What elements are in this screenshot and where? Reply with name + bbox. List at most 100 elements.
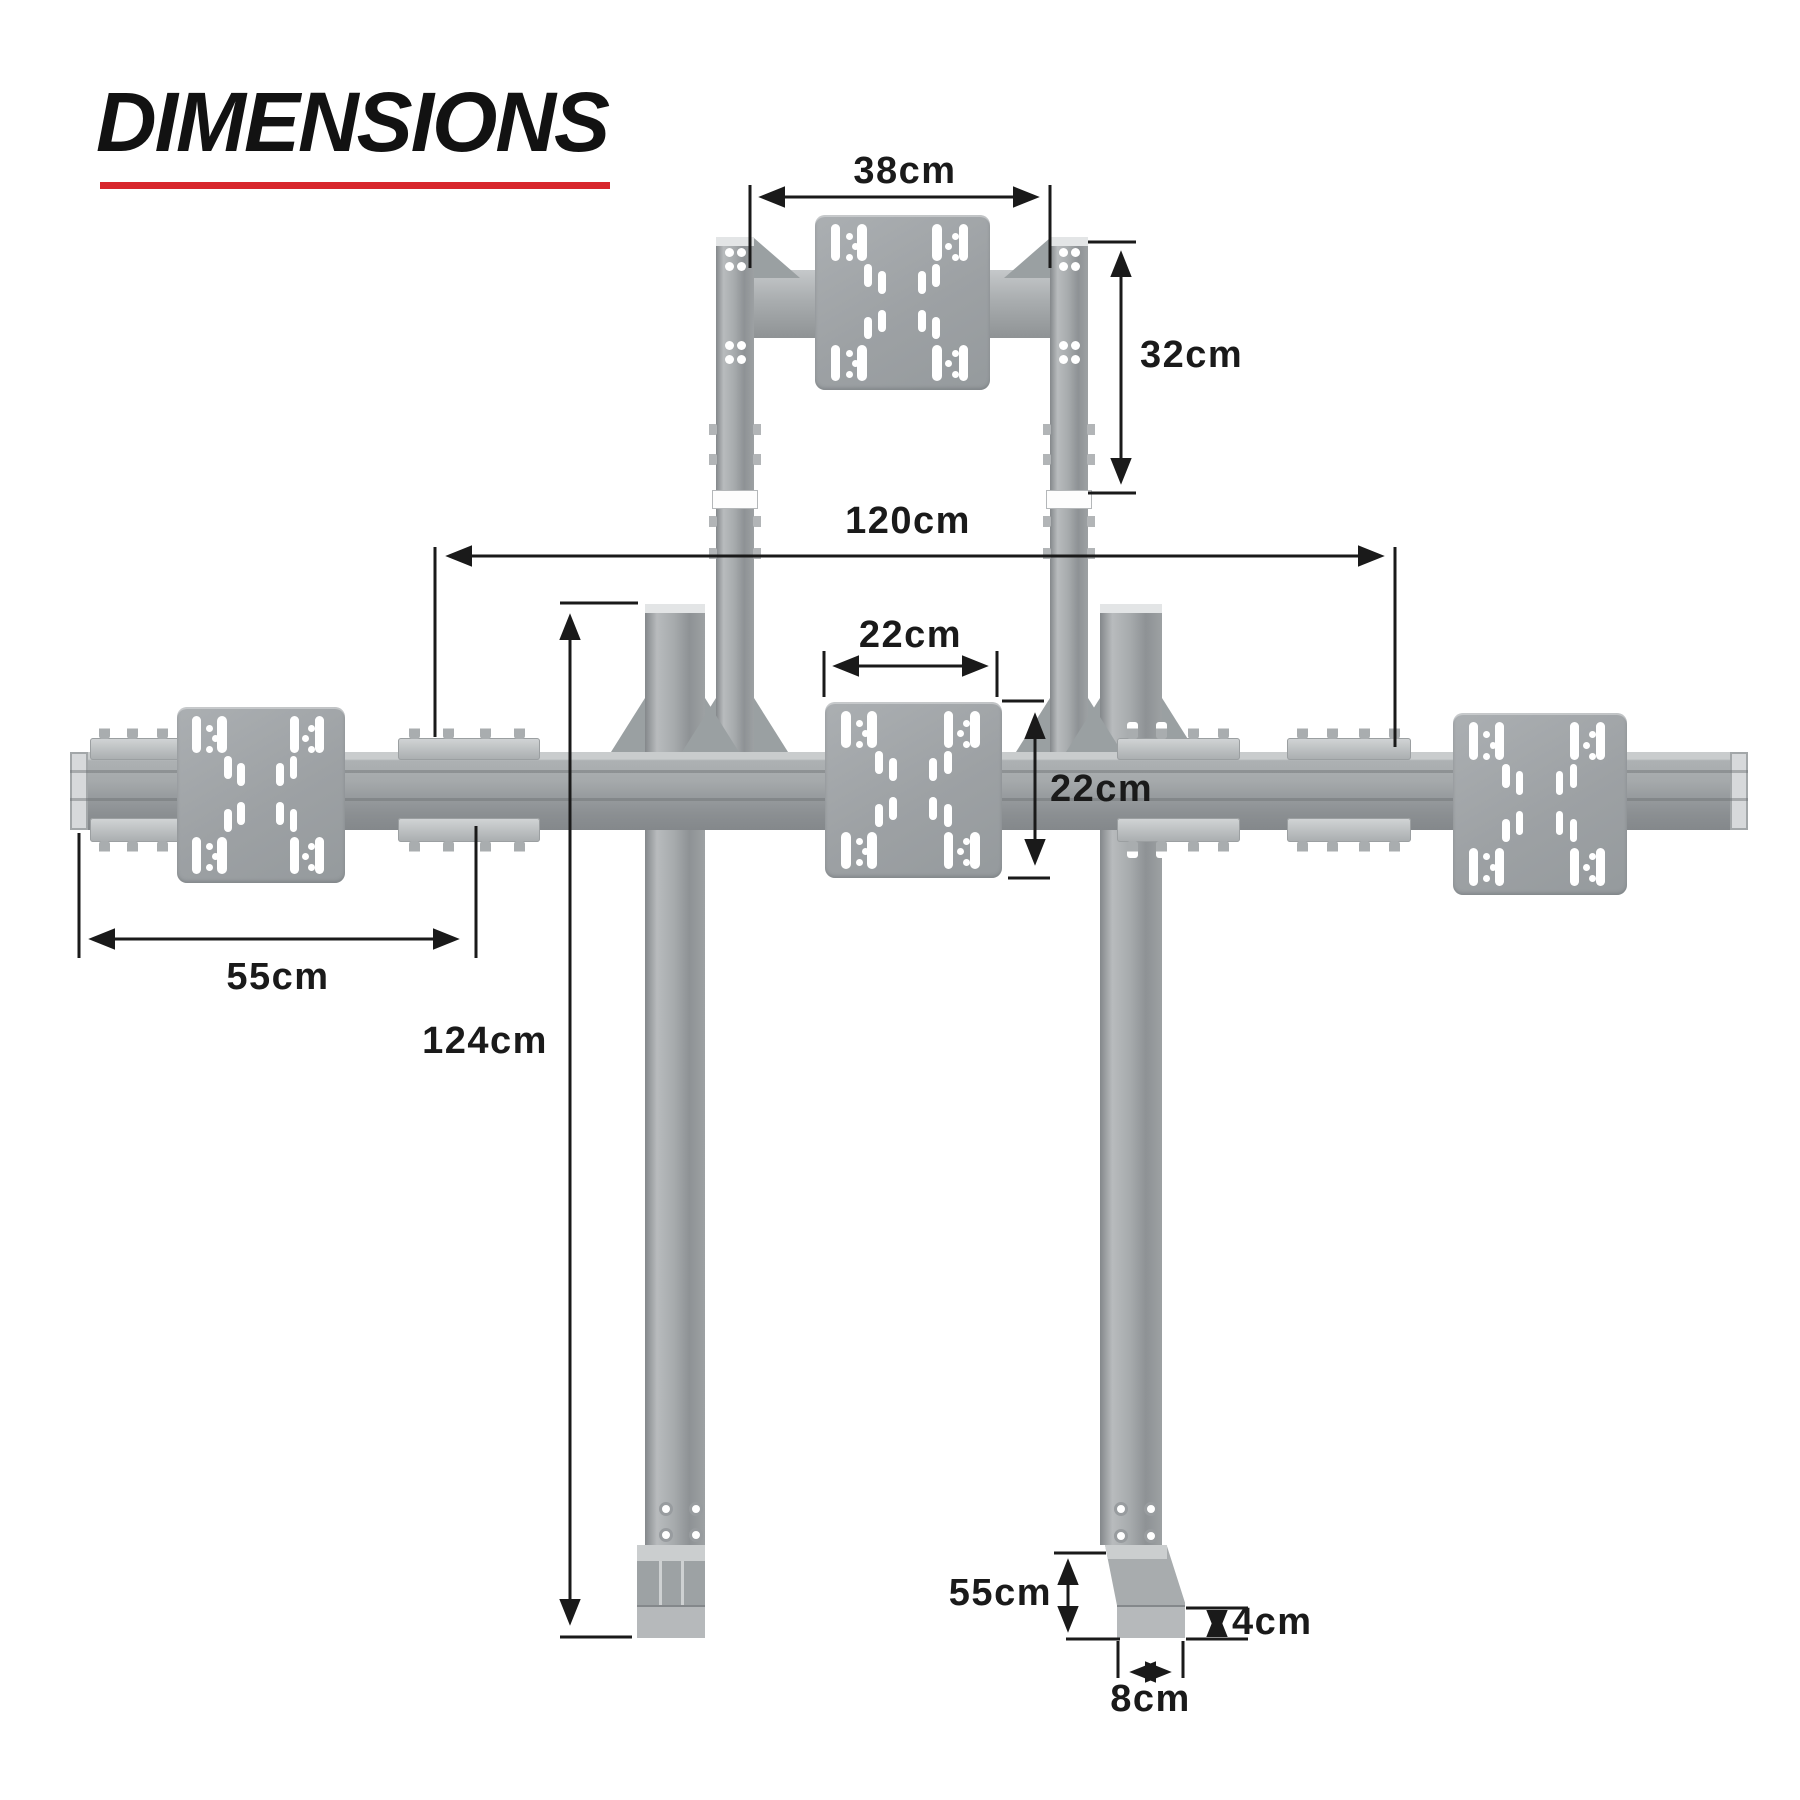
bolt-stud [1388, 841, 1400, 858]
plate-hole [845, 232, 853, 240]
dim-label-foot-height: 4cm [1232, 1601, 1313, 1643]
plate-hole [1588, 874, 1596, 883]
plate-hole [308, 724, 315, 732]
leg-bolt [1114, 1529, 1128, 1543]
dim-label-beam-mount-span: 120cm [845, 500, 971, 542]
plate-slot [217, 715, 227, 753]
bolt-stud [1217, 722, 1229, 739]
plate-slot [958, 344, 969, 382]
plate-hole [845, 253, 853, 261]
plate-hole [951, 253, 959, 261]
plate-slot [1501, 763, 1510, 788]
post-bolt [1038, 516, 1051, 527]
plate-slot [857, 344, 867, 382]
plate-slot [932, 316, 941, 340]
post-bolt [1038, 424, 1051, 435]
dim-label-side-plate-span: 55cm [226, 956, 330, 998]
post-hole [737, 248, 746, 257]
post-hole [725, 355, 734, 364]
plate-slot [314, 715, 324, 753]
plate-slot [1595, 722, 1606, 761]
plate-slot [1569, 722, 1580, 761]
plate-hole [963, 858, 971, 866]
plate-slot [918, 309, 927, 333]
plate-hole [1483, 753, 1491, 761]
bolt-stud [99, 722, 111, 739]
bolt-stud [1217, 841, 1229, 858]
bracket-plate-top [1287, 738, 1411, 760]
bracket-plate-top [1117, 738, 1240, 760]
plate-slot [276, 763, 284, 787]
post-hole [737, 355, 746, 364]
plate-hole [855, 858, 864, 866]
bolt-stud [480, 841, 492, 858]
plate-slot [840, 832, 851, 870]
plate-slot [888, 758, 897, 782]
plate-slot [958, 223, 969, 261]
bolt-stud [480, 722, 492, 739]
plate-slot [289, 837, 299, 875]
plate-hole [855, 740, 864, 748]
plate-hole [1483, 874, 1491, 883]
beam-endcap-right [1730, 752, 1748, 830]
dim-side-plate-span [77, 826, 478, 958]
plate-hole [963, 719, 971, 727]
post-hole [1071, 341, 1080, 350]
leg-bolt [1114, 1502, 1128, 1516]
post-hole [725, 248, 734, 257]
bracket-plate-top [90, 738, 205, 760]
leg-bolt [1144, 1502, 1158, 1516]
bolt-stud [1188, 722, 1200, 739]
foot-face [1117, 1605, 1185, 1638]
plate-hole [851, 243, 859, 250]
post-hole [1071, 248, 1080, 257]
plate-slot [932, 264, 941, 287]
dim-foot-length [1054, 1551, 1120, 1641]
post-bolt [704, 516, 717, 527]
plate-hole [945, 243, 953, 250]
plate-hole [1582, 864, 1590, 872]
bolt-stud [443, 841, 455, 858]
plate-slot [289, 809, 298, 832]
top-right-post [1038, 237, 1100, 752]
foot-groove [659, 1561, 662, 1607]
plate-slot [1555, 771, 1564, 795]
plate-slot [276, 802, 284, 825]
beam-endcap-left [70, 752, 88, 830]
post-hole [1059, 248, 1068, 257]
post-bolt [1038, 454, 1051, 465]
plate-slot [1494, 722, 1505, 761]
plate-hole [206, 842, 214, 850]
bracket-plate-bottom [1117, 818, 1240, 842]
post-hole [737, 262, 746, 271]
plate-hole [302, 735, 309, 743]
plate-slot [1468, 847, 1479, 886]
bolt-stud [1296, 841, 1308, 858]
dim-foot-width [1116, 1641, 1185, 1683]
plate-slot [289, 756, 298, 780]
dim-top-plate-width [748, 185, 1052, 268]
post-clamp-band [1046, 490, 1092, 509]
plate-slot [1515, 811, 1524, 835]
plate-hole [1588, 731, 1596, 739]
title-underline [100, 182, 610, 189]
left-vesa-plate [177, 707, 345, 883]
plate-slot [878, 309, 886, 333]
plate-slot [314, 837, 324, 875]
bolt-stud [1358, 722, 1370, 739]
dim-center-plate-height [1002, 699, 1050, 880]
plate-hole [1582, 742, 1590, 750]
plate-slot [878, 271, 886, 294]
dim-leg-height [559, 601, 638, 1639]
plate-slot [874, 751, 883, 775]
plate-slot [237, 802, 246, 825]
plate-slot [192, 715, 202, 753]
leg-cap [1100, 604, 1162, 613]
center-vesa-plate [825, 702, 1002, 878]
post-cap [1050, 237, 1088, 246]
bolt-stud [514, 722, 526, 739]
bolt-stud [514, 841, 526, 858]
plate-hole [862, 848, 870, 856]
leg-cap [645, 604, 705, 613]
plate-slot [217, 837, 227, 875]
